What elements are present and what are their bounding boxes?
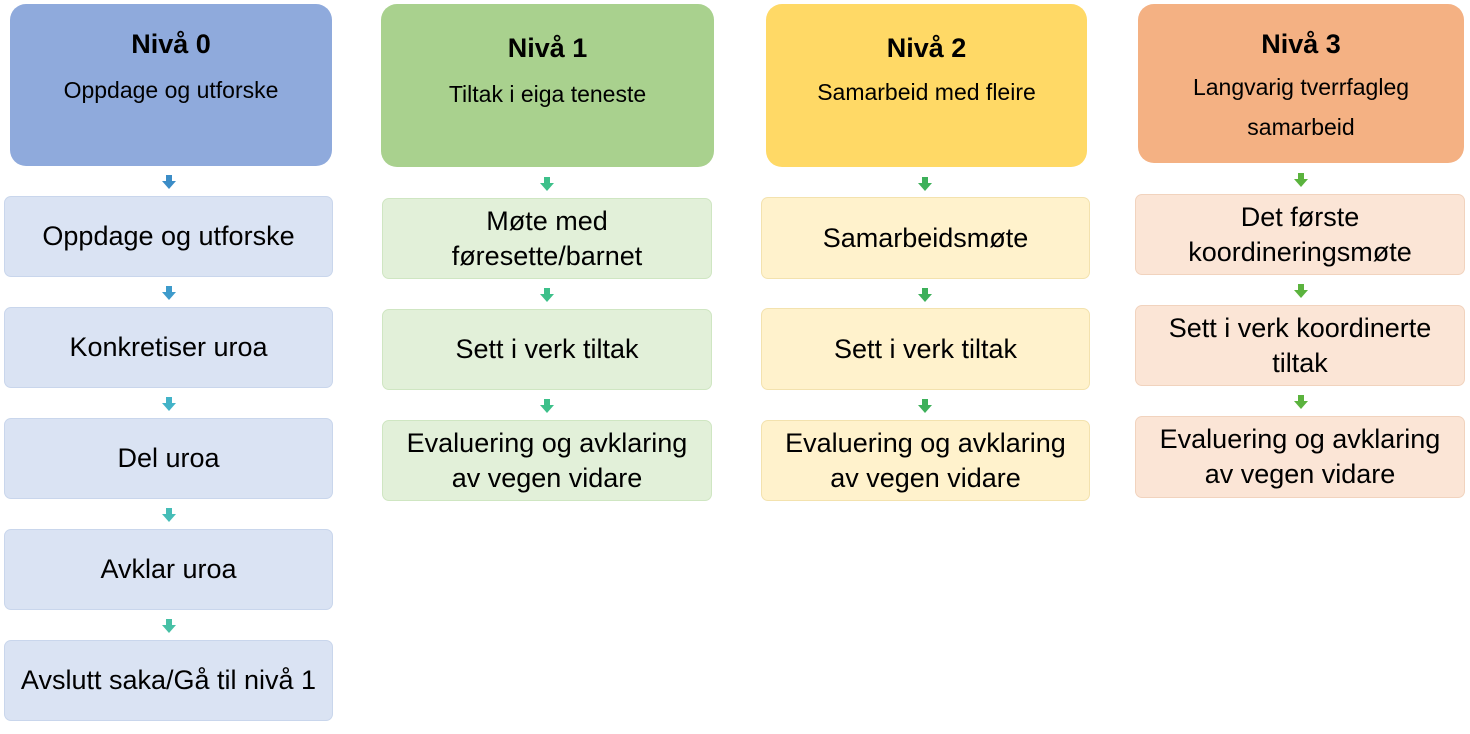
level-3-step: Sett i verk koordinerte tiltak: [1135, 305, 1465, 386]
level-0-title: Nivå 0: [131, 29, 211, 59]
level-3-step: Det første koordineringsmøte: [1135, 194, 1465, 275]
arrow-down-icon: [162, 508, 176, 522]
level-2-column: Nivå 2 Samarbeid med fleire Samarbeidsmø…: [761, 4, 1090, 501]
level-0-column: Nivå 0 Oppdage og utforske Oppdage og ut…: [0, 0, 345, 734]
arrow-down-icon: [162, 397, 176, 411]
level-2-step: Sett i verk tiltak: [761, 308, 1090, 390]
level-2-header: Nivå 2 Samarbeid med fleire: [766, 4, 1087, 167]
arrow-down-icon: [162, 619, 176, 633]
arrow-down-icon: [540, 399, 554, 413]
level-0-step: Avklar uroa: [4, 529, 333, 610]
level-1-step: Evaluering og avklaring av vegen vidare: [382, 420, 712, 501]
arrow-down-icon: [918, 399, 932, 413]
level-1-title: Nivå 1: [507, 33, 588, 63]
arrow-down-icon: [162, 286, 176, 300]
level-3-title: Nivå 3: [1261, 29, 1341, 59]
level-3-header: Nivå 3 Langvarig tverrfagleg samarbeid: [1138, 4, 1464, 163]
level-2-step: Evaluering og avklaring av vegen vidare: [761, 420, 1090, 501]
level-0-header: Nivå 0 Oppdage og utforske: [10, 4, 332, 166]
level-1-header: Nivå 1 Tiltak i eiga teneste: [381, 4, 714, 167]
level-0-step: Avslutt saka/Gå til nivå 1: [4, 640, 333, 721]
level-1-step: Sett i verk tiltak: [382, 309, 712, 390]
level-1-step: Møte med føresette/barnet: [382, 198, 712, 279]
level-1-column: Nivå 1 Tiltak i eiga teneste Møte med fø…: [0, 0, 730, 734]
level-0-step: Del uroa: [4, 418, 333, 499]
level-2-title: Nivå 2: [886, 33, 967, 63]
level-1-subtitle: Tiltak i eiga teneste: [448, 81, 647, 107]
level-0-subtitle: Oppdage og utforske: [63, 77, 279, 103]
level-2-step: Samarbeidsmøte: [761, 197, 1090, 279]
arrow-down-icon: [918, 177, 932, 191]
arrow-down-icon: [162, 175, 176, 189]
arrow-down-icon: [540, 288, 554, 302]
level-3-step: Evaluering og avklaring av vegen vidare: [1135, 416, 1465, 498]
arrow-down-icon: [540, 177, 554, 191]
arrow-down-icon: [1294, 173, 1308, 187]
arrow-down-icon: [1294, 395, 1308, 409]
level-2-subtitle: Samarbeid med fleire: [817, 79, 1036, 105]
level-0-step: Konkretiser uroa: [4, 307, 333, 388]
arrow-down-icon: [1294, 284, 1308, 298]
level-0-step: Oppdage og utforske: [4, 196, 333, 277]
arrow-down-icon: [918, 288, 932, 302]
level-3-subtitle: Langvarig tverrfagleg samarbeid: [1192, 74, 1410, 140]
